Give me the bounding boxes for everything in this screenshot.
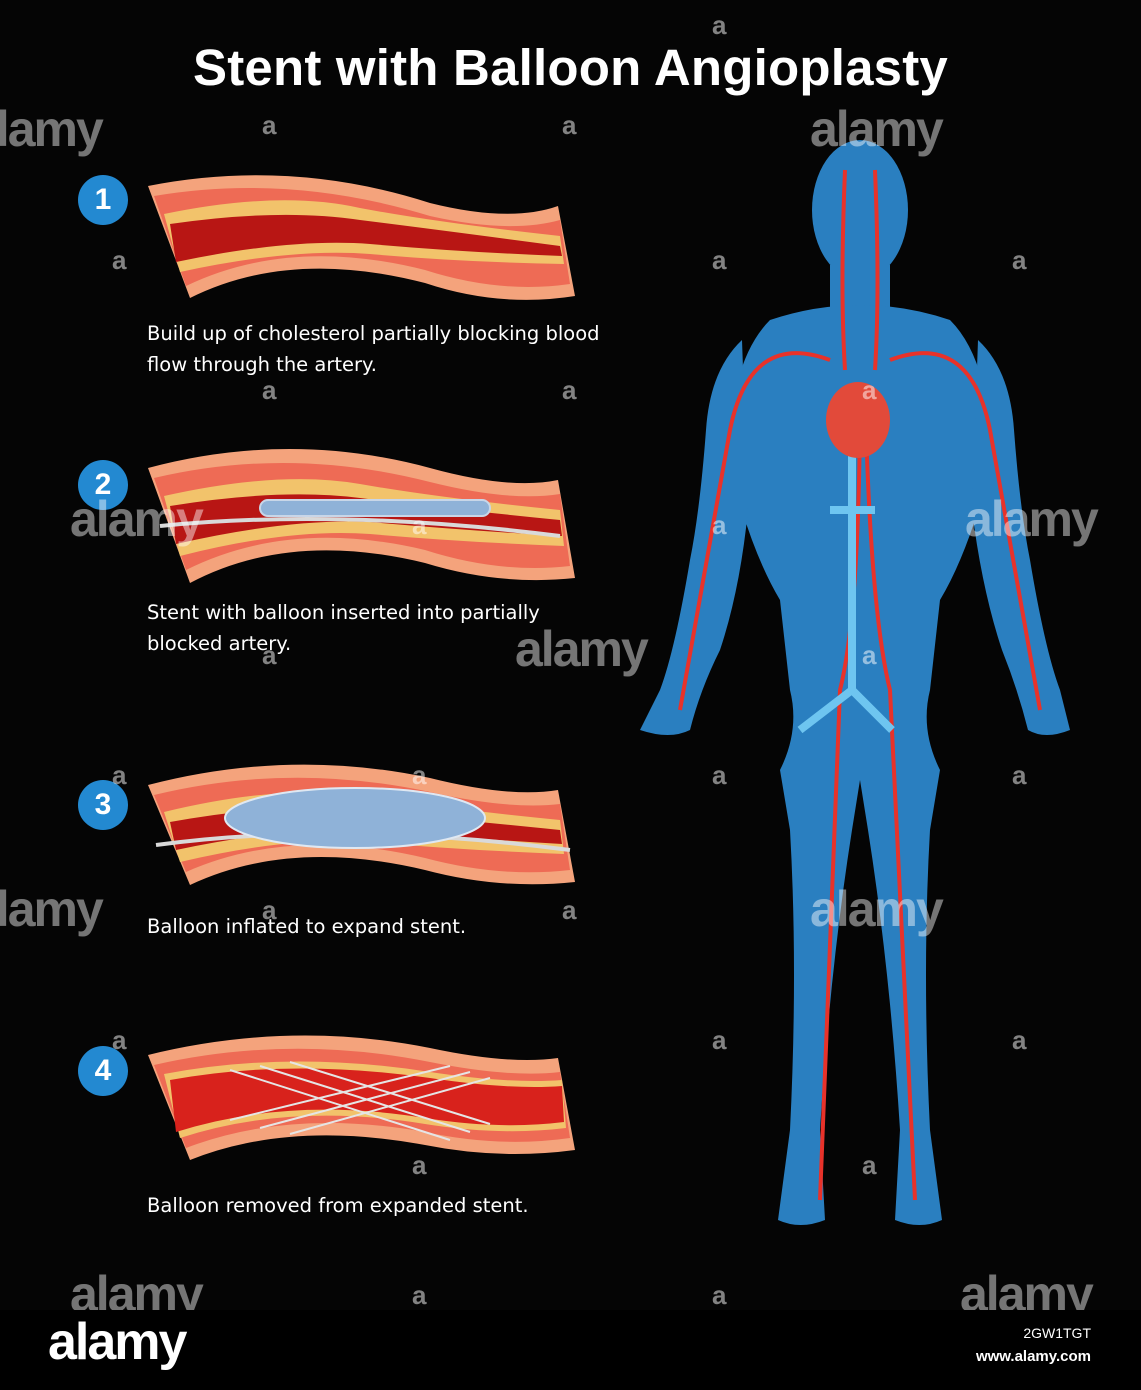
diagram-canvas: Stent with Balloon Angioplasty 1 Build u… [0, 10, 1099, 1322]
alamy-logo: alamy [48, 1313, 187, 1371]
watermark-text: alamy [0, 881, 104, 937]
expanded-stent-mesh [229, 1061, 491, 1141]
watermark-letter: a [262, 640, 277, 670]
watermark-letter: a [262, 895, 277, 925]
watermark-text: alamy [810, 881, 944, 937]
step-2-caption: Stent with balloon inserted into partial… [147, 601, 540, 655]
site-url: www.alamy.com [975, 1348, 1091, 1365]
watermark-letter: a [262, 110, 277, 140]
artery-step-4-illustration [148, 1035, 575, 1160]
artery-step-3-illustration [148, 764, 575, 885]
step-4-caption: Balloon removed from expanded stent. [147, 1194, 529, 1217]
watermark-letter: a [262, 375, 277, 405]
watermark-text: alamy [0, 101, 104, 157]
watermark-text: alamy [965, 491, 1099, 547]
watermark-letter: a [562, 895, 577, 925]
watermark-letter: a [412, 1150, 427, 1180]
watermark-letter: a [712, 1280, 727, 1310]
watermark-letter: a [862, 640, 877, 670]
watermark-letter: a [712, 10, 727, 40]
image-id: 2GW1TGT [1023, 1325, 1091, 1341]
watermark-letter: a [112, 245, 127, 275]
watermark-letter: a [412, 760, 427, 790]
footer-bar [0, 1310, 1141, 1390]
watermark-letter: a [712, 510, 727, 540]
human-circulatory-figure [640, 140, 1070, 1225]
watermark-letter: a [862, 375, 877, 405]
step-1-caption: Build up of cholesterol partially blocki… [147, 322, 600, 376]
watermark-letter: a [112, 1025, 127, 1055]
watermark-letter: a [1012, 760, 1027, 790]
vena-cava [797, 430, 895, 734]
watermark-text: alamy [810, 101, 944, 157]
watermark-letter: a [712, 245, 727, 275]
heart-icon [826, 382, 890, 458]
artery-step-2-illustration [148, 449, 575, 583]
watermark-letter: a [412, 510, 427, 540]
body-silhouette [640, 140, 1070, 1225]
watermark-text: alamy [515, 621, 649, 677]
page-title: Stent with Balloon Angioplasty [193, 39, 948, 96]
step-4-badge: 4 [78, 1046, 128, 1096]
watermark-letter: a [712, 1025, 727, 1055]
watermark-letter: a [562, 110, 577, 140]
inflated-balloon-stent [224, 787, 486, 849]
watermark-letter: a [412, 1280, 427, 1310]
watermark-letter: a [862, 1150, 877, 1180]
step-3-caption: Balloon inflated to expand stent. [147, 915, 467, 938]
watermark-text: alamy [70, 491, 204, 547]
artery-step-1-illustration [148, 175, 575, 300]
watermark-letter: a [562, 375, 577, 405]
watermark-letter: a [112, 760, 127, 790]
step-2-badge: 2 [78, 460, 128, 510]
step-1-badge: 1 [78, 175, 128, 225]
watermark-letter: a [712, 760, 727, 790]
watermark-letter: a [1012, 1025, 1027, 1055]
watermark-letter: a [1012, 245, 1027, 275]
deflated-balloon-stent [259, 499, 491, 517]
step-3-badge: 3 [78, 780, 128, 830]
